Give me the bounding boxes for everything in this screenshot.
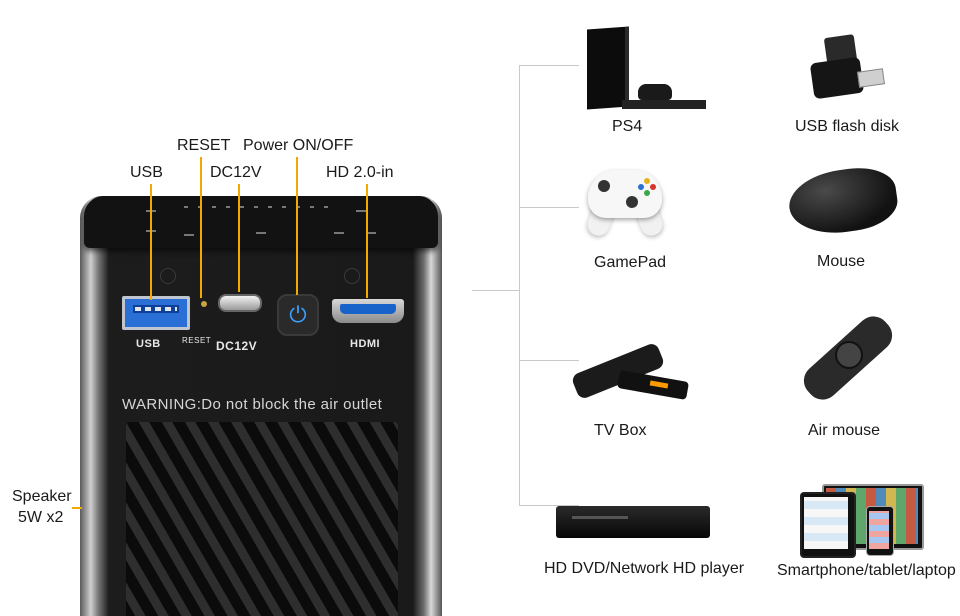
hdmi-port-label: HDMI xyxy=(350,338,381,350)
connector-branch-4 xyxy=(519,505,579,506)
warning-text: WARNING:Do not block the air outlet xyxy=(122,396,383,413)
reset-hole xyxy=(201,301,207,307)
callout-dc12v-label: DC12V xyxy=(210,164,262,181)
screw-hole-left xyxy=(160,268,176,284)
callout-hdmi-label: HD 2.0-in xyxy=(326,164,394,181)
callout-line-reset xyxy=(200,157,202,298)
device-top-panel xyxy=(84,196,438,248)
device-label-usb-flash-disk: USB flash disk xyxy=(795,118,900,135)
screw-hole-right xyxy=(344,268,360,284)
dc-power-port xyxy=(218,294,262,312)
callout-line-speaker xyxy=(72,507,82,509)
device-label-gamepad: GamePad xyxy=(594,254,667,271)
callout-line-usb xyxy=(150,184,152,300)
air-outlet-grille xyxy=(126,422,398,616)
connector-line-main xyxy=(472,290,520,291)
callout-line-dc12v xyxy=(238,184,240,292)
device-label-air-mouse: Air mouse xyxy=(808,422,881,439)
power-icon: ⏻ xyxy=(289,302,307,327)
speaker-label-line1: Speaker xyxy=(12,488,72,505)
callout-line-hdmi xyxy=(366,184,368,298)
power-button[interactable]: ⏻ xyxy=(277,294,319,336)
device-label-mouse: Mouse xyxy=(817,253,866,270)
projector-device: USB RESET DC12V ⏻ HDMI WARNING:Do not bl… xyxy=(80,196,442,616)
callout-reset-label: RESET xyxy=(177,137,231,154)
device-label-smart-devices: Smartphone/tablet/laptop xyxy=(777,562,956,579)
mouse-icon xyxy=(785,162,901,240)
callout-line-power xyxy=(296,157,298,295)
connector-branch-1 xyxy=(519,65,579,66)
callout-usb-label: USB xyxy=(130,164,163,181)
device-label-ps4: PS4 xyxy=(612,118,643,135)
speaker-label-line2: 5W x2 xyxy=(18,509,64,526)
connector-branch-3 xyxy=(519,360,579,361)
dc-port-label: DC12V xyxy=(216,339,258,353)
hdmi-port xyxy=(332,299,404,323)
device-label-tv-box: TV Box xyxy=(594,422,647,439)
usb-port-label: USB xyxy=(136,338,161,350)
device-label-dvd-player: HD DVD/Network HD player xyxy=(544,560,745,577)
usb-port xyxy=(122,296,190,330)
connector-bracket-vertical xyxy=(519,65,520,505)
callout-power-label: Power ON/OFF xyxy=(243,137,354,154)
connector-branch-2 xyxy=(519,207,579,208)
reset-port-label: RESET xyxy=(182,336,212,345)
